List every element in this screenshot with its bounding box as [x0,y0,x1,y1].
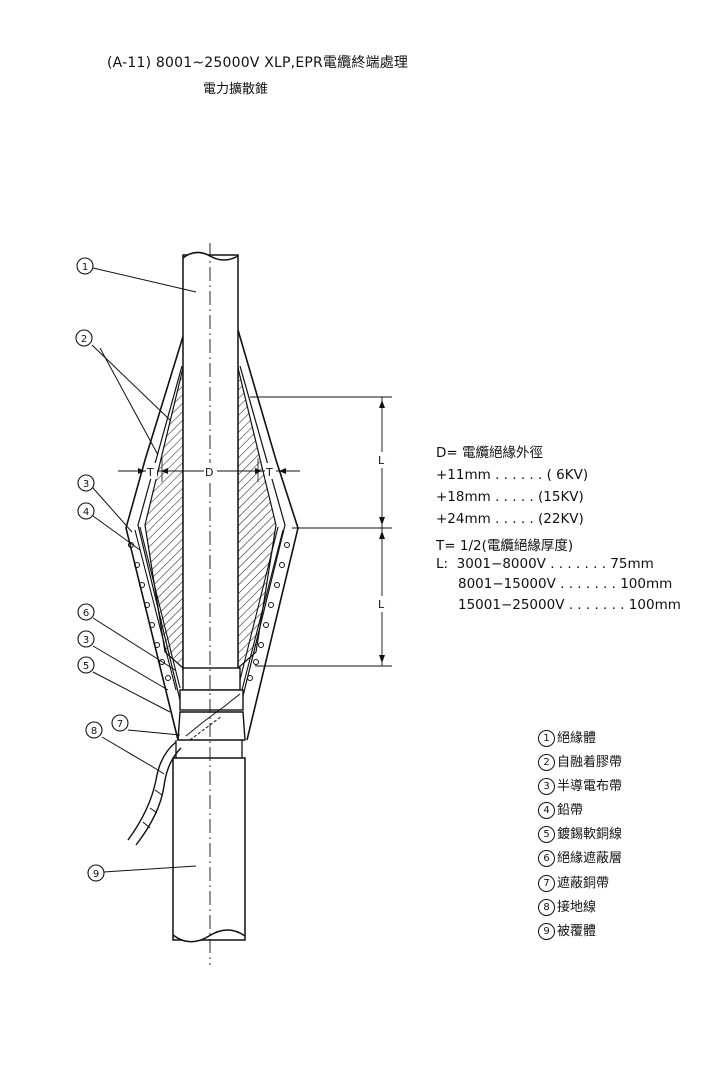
spec-d-definition: D= 電纜絕緣外徑 [436,445,543,461]
ground-wire [127,741,182,846]
legend-number: 6 [538,850,555,867]
dim-l-upper: L [378,454,385,467]
legend-number: 7 [538,875,555,892]
callout-1: 1 [82,262,88,273]
callout-4: 4 [83,507,89,518]
lead-tape-right [237,526,284,691]
stress-cone-right [237,367,277,670]
callout-leaders [91,267,197,873]
page-subtitle: 電力擴散錐 [203,82,269,97]
semiconductive-ring [179,689,244,711]
legend-label: 絕緣遮蔽層 [557,851,623,866]
dim-t-right: T [265,466,273,479]
legend-label: 鉛帶 [557,803,584,818]
callout-3-lower: 3 [83,635,89,646]
spec-l-8000v: L: 3001−8000V . . . . . . . 75mm [436,556,654,572]
spec-l-15000v: 8001−15000V . . . . . . . 100mm [458,576,673,592]
legend-number: 1 [538,730,555,747]
callout-8: 8 [91,726,97,737]
legend-number: 4 [538,802,555,819]
jacket-break-bottom [172,929,246,943]
legend-number: 8 [538,899,555,916]
legend-label: 被覆體 [557,924,597,939]
callout-7: 7 [117,719,123,730]
page-title: (A-11) 8001~25000V XLP,EPR電纜終端處理 [107,55,409,71]
callout-5: 5 [83,661,89,672]
callout-circles [75,257,129,882]
callout-9: 9 [93,869,99,880]
legend-label: 鍍錫軟銅線 [557,827,623,842]
spec-d-15kv: +18mm . . . . . (15KV) [436,489,584,505]
self-fusing-tape-envelope [125,329,299,741]
dim-t-left: T [146,466,154,479]
spec-d-22kv: +24mm . . . . . (22KV) [436,511,584,527]
spec-t-definition: T= 1/2(電纜絕緣厚度) [436,538,574,554]
dim-d: D [205,466,213,479]
legend-number: 5 [538,826,555,843]
dim-l-lower: L [378,598,385,611]
lead-tape-left [134,526,181,691]
copper-shield-tape [177,711,246,741]
spec-d-6kv: +11mm . . . . . . ( 6KV) [436,467,589,483]
legend-label: 遮蔽銅帶 [557,876,610,891]
callout-3-upper: 3 [83,479,89,490]
cable-insulation [182,254,239,671]
legend-label: 絕緣體 [557,731,597,746]
callout-6: 6 [83,608,89,619]
legend-number: 3 [538,778,555,795]
legend-number: 2 [538,754,555,771]
spec-l-25000v: 15001−25000V . . . . . . . 100mm [458,597,681,613]
cable-jacket [172,757,246,941]
legend-label: 自融着膠帶 [557,755,623,770]
callout-2: 2 [81,334,87,345]
insulation-shield [182,667,241,691]
legend-label: 半導電布帶 [557,779,623,794]
legend-number: 9 [538,923,555,940]
legend-label: 接地線 [557,900,597,915]
